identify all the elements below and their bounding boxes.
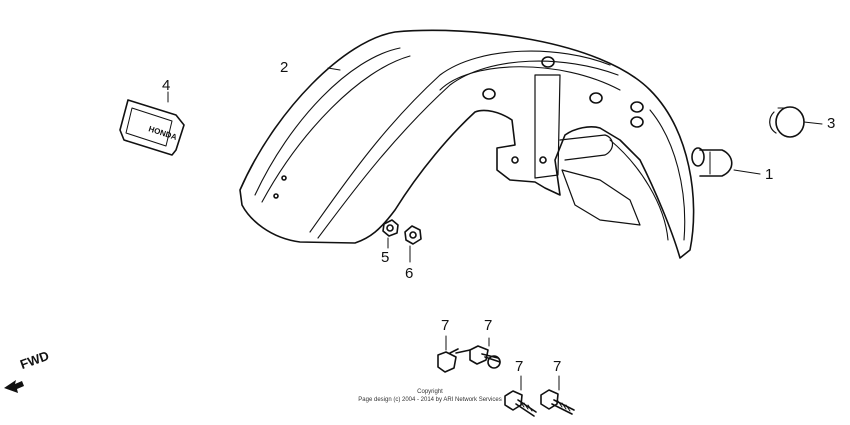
callout-4: 4 bbox=[162, 77, 171, 94]
copyright-line-2: Page design (c) 2004 - 2014 by ARI Netwo… bbox=[358, 396, 502, 403]
nut-part-6 bbox=[404, 225, 422, 245]
callout-7-b: 7 bbox=[484, 317, 493, 334]
copyright-notice: Copyright Page design (c) 2004 - 2014 by… bbox=[330, 389, 530, 404]
bolt-part-7b bbox=[469, 345, 501, 369]
callout-1: 1 bbox=[765, 166, 774, 183]
callout-5: 5 bbox=[381, 249, 390, 266]
copyright-line-1: Copyright bbox=[417, 389, 443, 395]
bolt-part-7d bbox=[540, 389, 575, 415]
callout-7-a: 7 bbox=[441, 317, 450, 334]
leader-lines bbox=[167, 67, 823, 391]
fender-clip bbox=[691, 147, 733, 177]
callout-3: 3 bbox=[827, 115, 836, 132]
nut-part-5 bbox=[382, 219, 399, 237]
callout-2: 2 bbox=[280, 59, 289, 76]
bolt-part-7c bbox=[504, 390, 537, 417]
forward-arrow-icon bbox=[4, 380, 24, 393]
emblem-label: HONDA bbox=[147, 124, 178, 142]
front-fender bbox=[239, 29, 695, 259]
fender-cap bbox=[769, 106, 805, 138]
callout-6: 6 bbox=[405, 265, 414, 282]
callout-7-c: 7 bbox=[515, 358, 524, 375]
bolt-part-7a bbox=[437, 348, 471, 373]
fender-emblem bbox=[119, 99, 185, 156]
callout-7-d: 7 bbox=[553, 358, 562, 375]
